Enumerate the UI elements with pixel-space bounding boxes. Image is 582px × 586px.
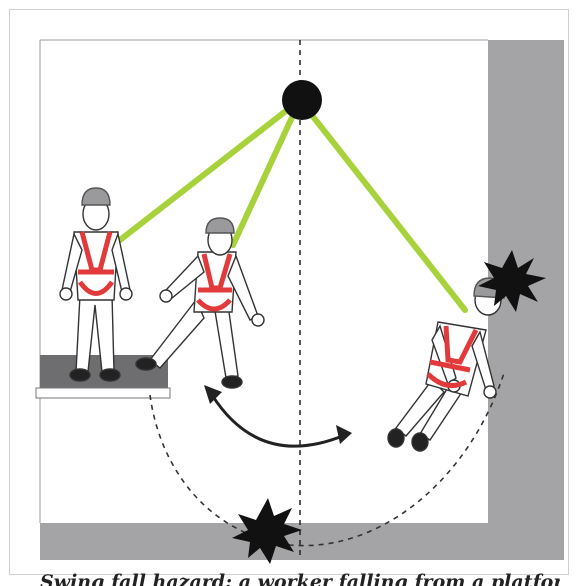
worker-standing (60, 188, 132, 381)
worker-swinging (388, 278, 504, 451)
lanyard-falling (233, 100, 300, 245)
worker-falling (136, 218, 264, 388)
lanyard-swinging (300, 100, 465, 310)
figure-caption: Swing fall hazard: a worker falling from… (40, 568, 560, 586)
floor (40, 523, 564, 560)
lanyard-standing (120, 100, 300, 240)
lanyards (120, 100, 465, 310)
anchor-point-icon (282, 80, 322, 120)
double-arrow-icon (204, 385, 352, 446)
